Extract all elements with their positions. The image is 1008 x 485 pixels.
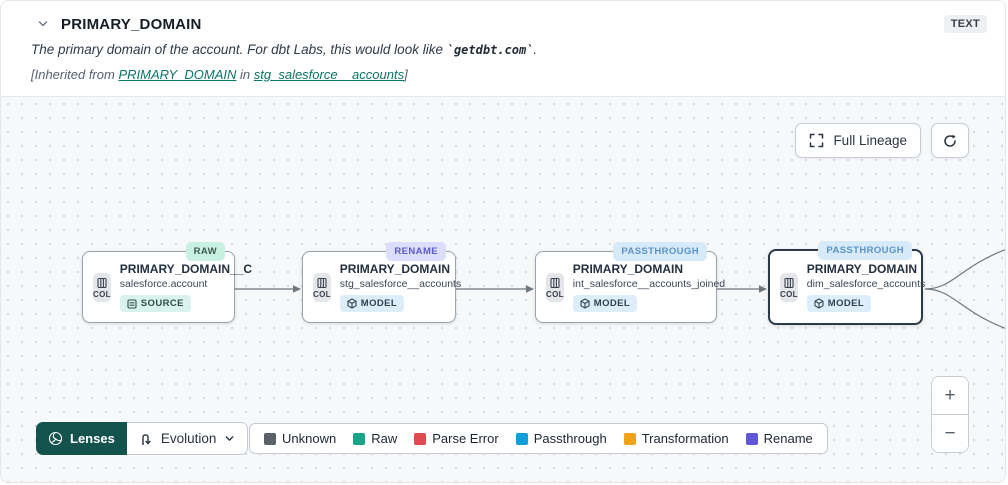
expand-icon xyxy=(809,133,824,148)
inherited-column-link[interactable]: PRIMARY_DOMAIN xyxy=(118,67,237,82)
column-title: PRIMARY_DOMAIN xyxy=(61,15,202,33)
node-model-name: stg_salesforce__accounts xyxy=(339,278,462,290)
model-icon xyxy=(814,298,824,309)
legend-item-raw: Raw xyxy=(353,431,397,446)
node-column-name: PRIMARY_DOMAIN xyxy=(806,262,918,276)
column-icon xyxy=(784,277,794,288)
legend-swatch xyxy=(515,432,528,445)
status-badge-passthrough: PASSTHROUGH xyxy=(818,241,912,260)
evolution-legend: Unknown Raw Parse Error Passthrough Tran… xyxy=(249,423,828,454)
node-kind-badge: MODEL xyxy=(339,295,405,312)
collapse-chevron-icon[interactable] xyxy=(37,18,49,30)
inherited-model-link[interactable]: stg_salesforce__accounts xyxy=(253,67,405,82)
node-kind-badge: MODEL xyxy=(572,295,638,312)
source-icon xyxy=(127,298,137,309)
legend-item-passthrough: Passthrough xyxy=(515,431,607,446)
legend-swatch xyxy=(353,432,366,445)
legend-item-parse-error: Parse Error xyxy=(414,431,499,446)
legend-item-unknown: Unknown xyxy=(264,431,336,446)
column-header: PRIMARY_DOMAIN TEXT The primary domain o… xyxy=(1,1,1005,96)
model-icon xyxy=(580,298,590,309)
full-lineage-button[interactable]: Full Lineage xyxy=(795,123,921,158)
lens-aperture-icon xyxy=(48,431,63,446)
zoom-out-button[interactable]: − xyxy=(932,415,968,452)
evolution-lens-dropdown[interactable]: Evolution xyxy=(126,422,249,455)
column-chip: COL xyxy=(546,272,564,302)
divider xyxy=(932,414,968,415)
node-kind-badge: MODEL xyxy=(806,295,872,312)
refresh-button[interactable] xyxy=(931,123,969,158)
lenses-button[interactable]: Lenses xyxy=(36,422,127,455)
status-badge-rename: RENAME xyxy=(386,242,446,261)
node-column-name: PRIMARY_DOMAIN xyxy=(572,262,684,276)
column-icon xyxy=(317,277,327,288)
inherited-from-note: [Inherited from PRIMARY_DOMAIN in stg_sa… xyxy=(31,67,408,82)
status-badge-passthrough: PASSTHROUGH xyxy=(613,242,707,261)
model-icon xyxy=(347,298,357,309)
legend-item-transformation: Transformation xyxy=(623,431,729,446)
legend-swatch xyxy=(414,432,427,445)
evolution-icon xyxy=(141,433,151,445)
column-icon xyxy=(550,277,560,288)
lenses-toolbar: Lenses Evolution xyxy=(36,422,249,455)
lineage-node-dim-salesforce-accounts[interactable]: PASSTHROUGH COL PRIMARY_DOMAIN dim_sales… xyxy=(768,241,926,325)
zoom-in-button[interactable]: + xyxy=(932,377,968,414)
column-icon xyxy=(97,277,107,288)
lineage-node-salesforce-account[interactable]: RAW COL PRIMARY_DOMAIN__C salesforce.acc… xyxy=(82,242,252,323)
node-model-name: dim_salesforce_accounts xyxy=(806,278,926,290)
column-chip: COL xyxy=(313,272,331,302)
node-model-name: int_salesforce__accounts_joined xyxy=(572,278,726,290)
chevron-down-icon xyxy=(225,436,234,441)
legend-item-rename: Rename xyxy=(745,431,813,446)
column-chip: COL xyxy=(93,272,111,302)
node-model-name: salesforce.account xyxy=(119,278,208,290)
legend-swatch xyxy=(745,432,758,445)
node-kind-badge: SOURCE xyxy=(119,295,191,312)
lineage-canvas[interactable]: Full Lineage RAW COL PRIMARY_DOMAIN__C xyxy=(1,96,1005,482)
status-badge-raw: RAW xyxy=(185,242,225,261)
lineage-node-stg-salesforce-accounts[interactable]: RENAME COL PRIMARY_DOMAIN stg_salesforce… xyxy=(302,242,461,323)
inline-code: `getdbt.com` xyxy=(446,43,534,57)
node-column-name: PRIMARY_DOMAIN xyxy=(339,262,451,276)
refresh-icon xyxy=(942,133,958,149)
lineage-node-int-salesforce-accounts-joined[interactable]: PASSTHROUGH COL PRIMARY_DOMAIN int_sales… xyxy=(535,242,725,323)
zoom-controls: + − xyxy=(931,376,969,453)
legend-swatch xyxy=(264,432,276,445)
column-type-badge: TEXT xyxy=(943,15,987,33)
node-column-name: PRIMARY_DOMAIN__C xyxy=(119,262,253,276)
column-chip: COL xyxy=(780,272,798,302)
column-description: The primary domain of the account. For d… xyxy=(31,42,538,57)
legend-swatch xyxy=(623,432,636,445)
